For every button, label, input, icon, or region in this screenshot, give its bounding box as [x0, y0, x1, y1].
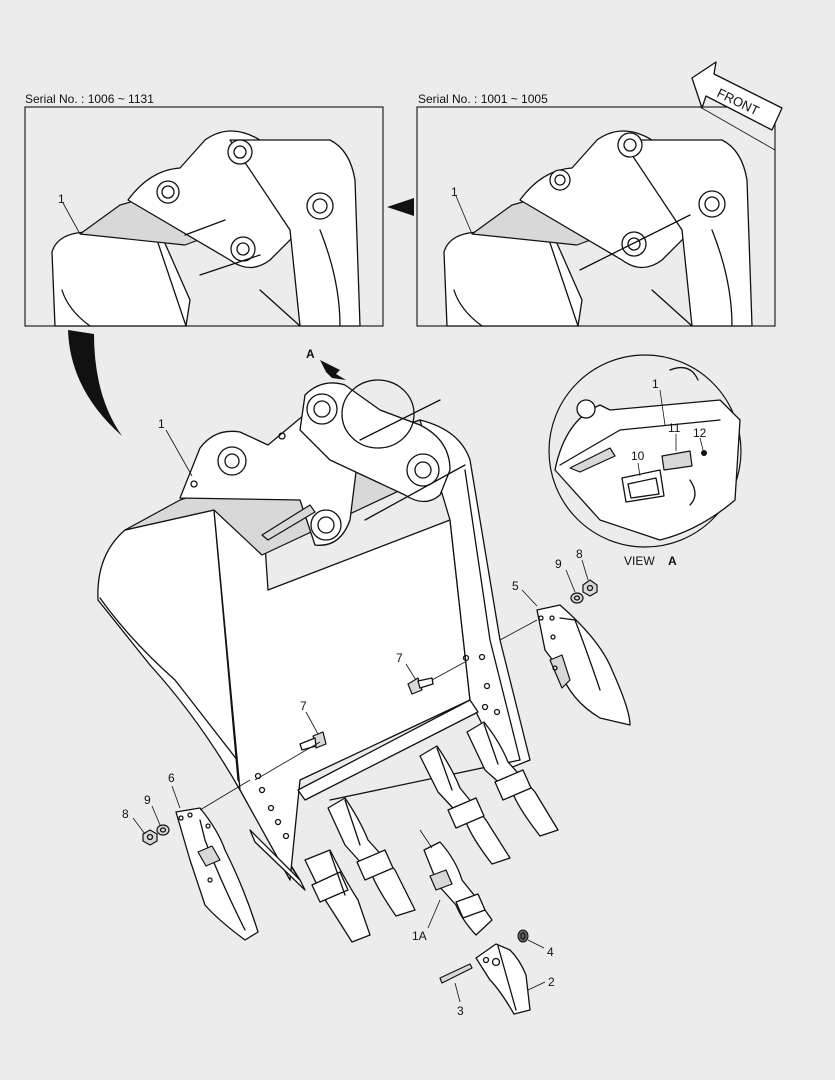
teeth-row: [304, 721, 559, 943]
callout-side-cutter-left: 6: [168, 771, 175, 785]
callout-nut-left: 8: [122, 807, 129, 821]
tooth-assembly: [466, 721, 559, 837]
inset-right-serial: Serial No. : 1001 ~ 1005: [418, 92, 548, 106]
callout-bucket: 1: [158, 417, 165, 431]
inset-left-callout: 1: [58, 192, 65, 206]
detail-view-a: 1 11 12 10 VIEW A: [548, 354, 742, 568]
hardware-left: 9 8: [122, 793, 170, 846]
inset-right-callout: 1: [451, 185, 458, 199]
callout-side-cutter-right: 5: [512, 579, 519, 593]
bolt-left: 7: [254, 699, 327, 781]
front-arrow-shape: [691, 61, 783, 131]
callout-washer-left: 9: [144, 793, 151, 807]
side-cutter-right: 5: [499, 579, 631, 726]
side-bolt-holes-right: [462, 653, 501, 716]
view-caption-letter: A: [668, 554, 677, 568]
callout-nut-right: 8: [576, 547, 583, 561]
callout-bolt-right: 7: [396, 651, 403, 665]
adapter-1a: 1A: [412, 829, 493, 943]
callout-lock: 4: [547, 945, 554, 959]
detail-callout-12: 12: [693, 426, 707, 440]
inset-left-serial: Serial No. : 1006 ~ 1131: [25, 92, 154, 106]
callout-tooth: 2: [548, 975, 555, 989]
bolt-right: 7: [396, 651, 466, 695]
tooth-2: 2: [475, 943, 555, 1015]
main-bucket: [97, 382, 531, 891]
detail-callout-10: 10: [631, 449, 645, 463]
callout-washer-right: 9: [555, 557, 562, 571]
view-caption-prefix: VIEW: [624, 554, 655, 568]
view-a-arrow-label: A: [306, 347, 315, 361]
callout-bolt-left: 7: [300, 699, 307, 713]
tooth-assembly: [304, 849, 371, 943]
inset-pointer-triangle: [387, 198, 414, 216]
detail-callout-11: 11: [668, 421, 681, 435]
pin-3: 3: [439, 963, 473, 1018]
view-a-marker-circle: [341, 379, 415, 449]
curved-reference-arrow: [68, 330, 122, 436]
lock-4: 4: [517, 929, 554, 959]
tooth-assembly: [419, 745, 511, 865]
side-cutter-left: 6: [168, 771, 259, 941]
detail-callout-1: 1: [652, 377, 659, 391]
hardware-right: 9 8: [555, 547, 598, 604]
detail-part-12: [701, 450, 707, 456]
inset-left-side-plate: [51, 231, 191, 327]
inset-right-side-plate: [443, 231, 583, 327]
tooth-assembly: [327, 797, 416, 917]
inset-left: Serial No. : 1006 ~ 1131 1: [24, 92, 384, 327]
inset-right: Serial No. : 1001 ~ 1005 1: [416, 92, 776, 327]
side-bolt-holes-left: [254, 772, 290, 840]
callout-adapter: 1A: [412, 929, 427, 943]
callout-pin: 3: [457, 1004, 464, 1018]
view-a-arrow: A: [306, 347, 346, 380]
detail-part-11: [661, 450, 693, 471]
